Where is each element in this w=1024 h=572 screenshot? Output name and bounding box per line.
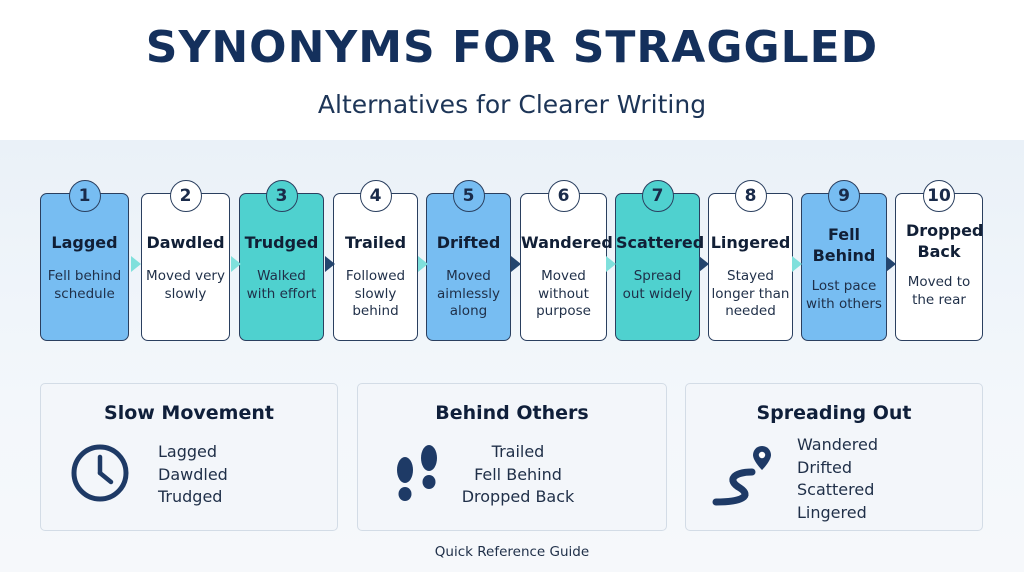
- arrow-right-icon: [886, 256, 896, 272]
- step-number: 9: [828, 180, 860, 212]
- footer-caption: Quick Reference Guide: [434, 544, 590, 560]
- arrow-right-icon: [418, 256, 428, 272]
- list-item: Drifted: [797, 457, 852, 477]
- arrow-right-icon: [131, 256, 141, 272]
- arrow-right-icon: [606, 256, 616, 272]
- synonym-word: Trudged: [244, 233, 319, 252]
- clock-icon: [69, 442, 131, 508]
- synonym-word: Fell Behind: [812, 225, 876, 265]
- arrow-right-icon: [699, 256, 709, 272]
- synonym-word: Scattered: [616, 233, 705, 252]
- step-number: 3: [265, 180, 298, 212]
- category-items: Wandered Drifted Scattered Lingered: [797, 434, 878, 524]
- step-number: 5: [452, 180, 485, 212]
- list-item: Dawdled: [158, 464, 228, 484]
- synonym-word: Lagged: [51, 233, 118, 252]
- synonym-word: Dawdled: [146, 233, 225, 252]
- list-item: Lagged: [158, 442, 218, 461]
- step-number: 6: [547, 180, 580, 212]
- step-number: 10: [923, 180, 955, 212]
- step-number: 4: [359, 180, 392, 212]
- synonym-word: Lingered: [710, 233, 791, 252]
- synonym-word: Dropped Back: [906, 221, 984, 261]
- list-item: Scattered: [797, 480, 875, 499]
- list-item: Trailed: [491, 442, 545, 461]
- category-items: Trailed Fell Behind Dropped Back: [460, 441, 576, 509]
- step-number: 8: [734, 180, 767, 212]
- list-item: Lingered: [797, 502, 867, 522]
- synonym-word: Wandered: [521, 233, 613, 252]
- synonym-word: Drifted: [436, 233, 501, 252]
- category-card-spreading-out: Spreading Out Wandered Drifted Scattered…: [685, 383, 983, 531]
- footprints-icon: [391, 444, 443, 512]
- category-title: Slow Movement: [104, 402, 274, 424]
- arrow-right-icon: [231, 256, 241, 272]
- synonym-word: Trailed: [344, 233, 407, 252]
- list-item: Wandered: [797, 435, 878, 454]
- list-item: Trudged: [158, 487, 223, 506]
- category-title: Behind Others: [435, 402, 589, 424]
- step-number: 2: [169, 180, 202, 212]
- list-item: Dropped Back: [461, 487, 575, 506]
- arrow-right-icon: [792, 256, 802, 272]
- category-items: Lagged Dawdled Trudged: [158, 441, 228, 509]
- page-subtitle: Alternatives for Clearer Writing: [317, 90, 707, 119]
- arrow-right-icon: [511, 256, 521, 272]
- arrow-right-icon: [325, 256, 335, 272]
- list-item: Fell Behind: [474, 464, 562, 484]
- winding-path-pin-icon: [712, 444, 774, 514]
- category-title: Spreading Out: [756, 402, 912, 424]
- page-title: SYNONYMS FOR STRAGGLED: [145, 22, 879, 73]
- category-card-behind-others: Behind Others Trailed Fell Behind Droppe…: [357, 383, 667, 531]
- category-card-slow-movement: Slow Movement Lagged Dawdled Trudged: [40, 383, 338, 531]
- step-number: 7: [641, 180, 674, 212]
- step-number: 1: [68, 180, 101, 212]
